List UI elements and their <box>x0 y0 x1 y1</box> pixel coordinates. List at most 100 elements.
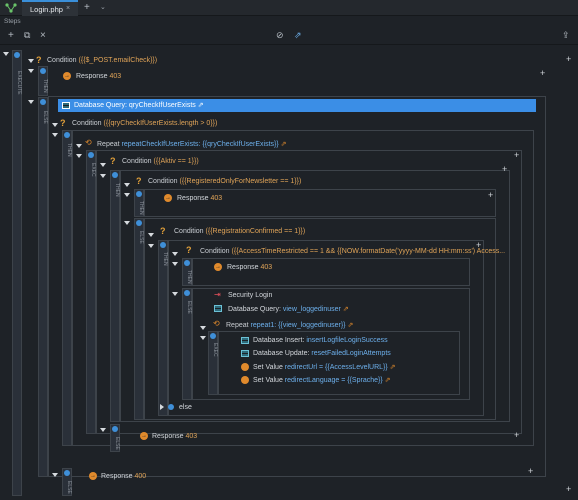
collapse-icon[interactable] <box>52 123 58 127</box>
response-icon: → <box>164 194 172 202</box>
collapse-icon[interactable] <box>124 193 130 197</box>
link-icon[interactable]: ⇗ <box>294 30 302 40</box>
then-container <box>168 240 484 416</box>
database-insert[interactable]: Database Insert: insertLogfileLoginSucce… <box>253 337 388 344</box>
close-icon[interactable]: × <box>66 5 71 12</box>
collapse-icon[interactable] <box>148 233 154 237</box>
condition-icon: ? <box>136 176 142 186</box>
collapse-icon[interactable] <box>100 174 106 178</box>
collapse-icon[interactable] <box>148 244 154 248</box>
add-button[interactable]: + <box>540 68 546 78</box>
add-button[interactable]: + <box>502 164 508 174</box>
exec-icon <box>88 152 94 158</box>
database-icon <box>241 337 249 344</box>
exec-icon <box>210 333 216 339</box>
else-icon <box>184 290 190 296</box>
collapse-icon[interactable] <box>28 100 34 104</box>
repeat-loggedinuser[interactable]: Repeat repeat1: {{view_loggedinuser}} ⇗ <box>226 322 354 329</box>
else-icon <box>64 470 70 476</box>
collapse-icon[interactable] <box>172 262 178 266</box>
repeat-icon: ⟲ <box>85 138 92 147</box>
collapse-icon[interactable] <box>100 428 106 432</box>
then-icon <box>64 132 70 138</box>
response-icon: → <box>214 263 222 271</box>
else-column: ELSE <box>110 424 120 452</box>
collapse-icon[interactable] <box>28 59 34 63</box>
disable-icon[interactable]: ⊘ <box>276 30 284 40</box>
then-column: THEN <box>62 130 72 446</box>
set-value-redirecturl[interactable]: Set Value redirectUrl = {{AccessLevelURL… <box>253 364 396 371</box>
condition-aktiv[interactable]: Condition ({{Aktiv == 1}}) <box>122 158 199 165</box>
set-value-icon <box>241 363 249 371</box>
condition-confirmed[interactable]: Condition ({{RegistrationConfirmed == 1}… <box>174 228 306 235</box>
login-icon: ⇥ <box>214 290 221 299</box>
delete-button[interactable]: × <box>40 30 46 41</box>
response-403[interactable]: Response 403 <box>227 264 273 271</box>
else-column: ELSE <box>38 97 48 477</box>
tab-bar: Login.php × + ⌄ <box>0 0 578 16</box>
condition-userexists[interactable]: Condition ({{qryCheckIfUserExists.length… <box>72 120 218 127</box>
collapse-icon[interactable] <box>52 133 58 137</box>
collapse-icon[interactable] <box>100 163 106 167</box>
database-query-checkuser[interactable]: Database Query: qryCheckIfUserExists ⇗ <box>74 102 204 109</box>
add-button[interactable]: + <box>566 54 572 64</box>
add-step-button[interactable]: + <box>8 30 14 41</box>
add-button[interactable]: + <box>514 150 520 160</box>
workflow-icon <box>5 3 17 13</box>
collapse-icon[interactable] <box>200 326 206 330</box>
else-icon <box>112 426 118 432</box>
security-login[interactable]: Security Login <box>228 292 273 299</box>
else-column: ELSE <box>134 218 144 420</box>
response-403[interactable]: Response 403 <box>152 433 198 440</box>
repeat-checkuser[interactable]: Repeat repeatCheckIfUserExists: {{qryChe… <box>97 141 287 148</box>
then-column: THEN <box>158 240 168 416</box>
set-value-redirectlanguage[interactable]: Set Value redirectLanguage = {{Sprache}}… <box>253 377 391 384</box>
add-button[interactable]: + <box>566 484 572 494</box>
add-button[interactable]: + <box>488 190 494 200</box>
collapse-icon[interactable] <box>3 52 9 56</box>
collapse-icon[interactable] <box>28 69 34 73</box>
collapse-icon[interactable] <box>76 144 82 148</box>
collapse-icon[interactable] <box>172 292 178 296</box>
database-update[interactable]: Database Update: resetFailedLoginAttempt… <box>253 350 391 357</box>
then-container <box>72 130 534 446</box>
database-query-loggedinuser[interactable]: Database Query: view_loggedinuser ⇗ <box>228 306 349 313</box>
database-icon <box>214 305 222 312</box>
then-icon <box>184 260 190 266</box>
collapse-icon[interactable] <box>200 336 206 340</box>
add-button[interactable]: + <box>476 240 482 250</box>
copy-button[interactable]: ⧉ <box>24 30 31 40</box>
condition-accesstime[interactable]: Condition ({{AccessTimeRestricted == 1 &… <box>200 248 506 255</box>
else-icon <box>168 404 174 410</box>
response-403[interactable]: Response 403 <box>76 73 122 80</box>
collapse-icon[interactable] <box>124 183 130 187</box>
response-403[interactable]: Response 403 <box>177 195 223 202</box>
collapse-icon[interactable] <box>52 473 58 477</box>
collapse-icon[interactable] <box>76 154 82 158</box>
else-branch[interactable]: else <box>179 404 192 411</box>
execute-label: EXECUTE <box>16 71 22 95</box>
then-container <box>120 170 510 422</box>
expand-icon[interactable] <box>160 404 164 410</box>
collapse-icon[interactable] <box>172 252 178 256</box>
export-icon[interactable]: ⇪ <box>562 30 570 40</box>
chevron-down-icon[interactable]: ⌄ <box>100 4 106 11</box>
condition-icon: ? <box>160 226 166 236</box>
response-400[interactable]: Response 400 <box>101 473 147 480</box>
tab-login-php[interactable]: Login.php × <box>22 0 78 16</box>
condition-newsletter[interactable]: Condition ({{RegisteredOnlyForNewsletter… <box>148 178 302 185</box>
response-icon: → <box>63 72 71 80</box>
collapse-icon[interactable] <box>124 221 130 225</box>
condition-emailcheck[interactable]: Condition ({{$_POST.emailCheck}}) <box>47 57 158 64</box>
panel-title: Steps <box>4 18 21 25</box>
repeat-icon: ⟲ <box>213 319 220 328</box>
condition-icon: ? <box>60 118 66 128</box>
else-icon <box>40 99 46 105</box>
new-tab-button[interactable]: + <box>84 2 90 13</box>
then-icon <box>40 68 46 74</box>
exec-container <box>96 150 522 434</box>
selected-row[interactable] <box>58 99 536 112</box>
add-button[interactable]: + <box>514 430 520 440</box>
add-button[interactable]: + <box>528 466 534 476</box>
then-icon <box>160 242 166 248</box>
